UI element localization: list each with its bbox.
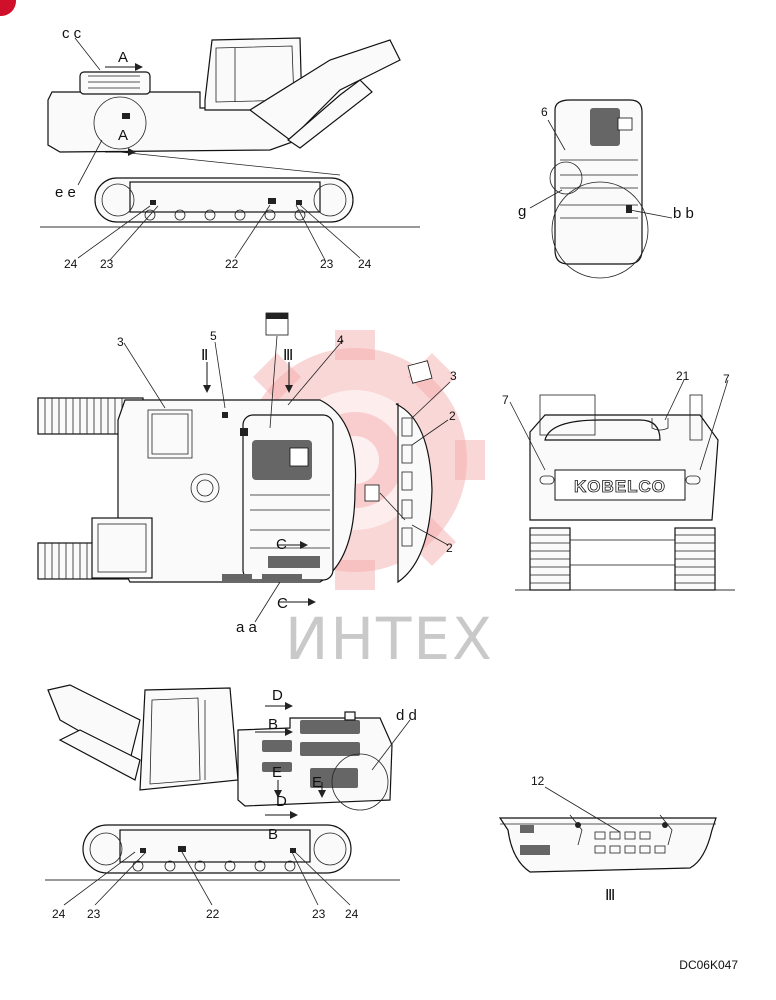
watermark-text: ИНТЕХ	[285, 605, 494, 673]
label-7-right: 7	[723, 372, 730, 386]
label-24-left: 24	[64, 257, 78, 271]
label-bb: b b	[673, 205, 694, 222]
label-6: 6	[541, 105, 548, 119]
label-III: Ⅲ	[283, 347, 293, 364]
label-D-top: D	[272, 687, 283, 704]
track-rollers	[144, 209, 306, 221]
hood-vent-grille	[590, 108, 633, 146]
label-g: g	[518, 203, 526, 220]
label-E-left: E	[272, 764, 282, 781]
section-III-view: 12 Ⅲ	[498, 774, 717, 904]
right-side-view: d d D B E E D B 24 23 22 23 24	[45, 684, 417, 921]
label-24-right: 24	[358, 257, 372, 271]
left-side-view: c c A A e e 24 23 22 23 24	[40, 25, 420, 271]
label-23-right: 23	[320, 257, 334, 271]
label-23-lower-left: 23	[87, 907, 101, 921]
section-panel-details	[520, 814, 673, 855]
label-4: 4	[337, 333, 344, 347]
label-2-upper: 2	[449, 409, 456, 423]
label-5: 5	[210, 329, 217, 343]
label-24-lower-left: 24	[52, 907, 66, 921]
label-ee: e e	[55, 184, 76, 201]
label-III-section: Ⅲ	[605, 887, 615, 904]
label-21: 21	[676, 369, 690, 383]
side-vent-grilles	[262, 720, 360, 788]
label-3-cw: 3	[450, 369, 457, 383]
engine-hood-panel	[250, 440, 330, 568]
label-aa: a a	[236, 619, 258, 636]
label-cc: c c	[62, 25, 82, 42]
counterweight-detail: 3 2 2	[364, 360, 457, 584]
label-B-bottom: B	[268, 826, 278, 843]
label-7-left: 7	[502, 393, 509, 407]
label-A-top: A	[118, 49, 128, 66]
rear-view: KOBELCO 7 7 21	[502, 369, 735, 591]
label-D-bottom: D	[276, 793, 287, 810]
label-22-lower: 22	[206, 907, 220, 921]
top-view: 3 5 4 Ⅱ Ⅲ C C a a	[37, 312, 357, 636]
label-dd: d d	[396, 707, 417, 724]
label-E-right: E	[312, 774, 322, 791]
label-24-lower-right: 24	[345, 907, 359, 921]
track-rollers-right	[132, 860, 296, 872]
drawing-code: DC06K047	[679, 958, 738, 972]
label-3: 3	[117, 335, 124, 349]
label-12: 12	[531, 774, 545, 788]
label-II: Ⅱ	[201, 347, 208, 364]
label-C-outer: C	[277, 595, 288, 612]
label-22: 22	[225, 257, 239, 271]
label-A-bottom: A	[118, 127, 128, 144]
label-23-lower-right: 23	[312, 907, 326, 921]
label-2-lower: 2	[446, 541, 453, 555]
label-23-left: 23	[100, 257, 114, 271]
label-B-top: B	[268, 716, 278, 733]
label-C-inner: C	[276, 536, 287, 553]
brand-logo-text: KOBELCO	[574, 477, 666, 496]
engine-hood-detail: 6 g b b	[518, 99, 694, 279]
